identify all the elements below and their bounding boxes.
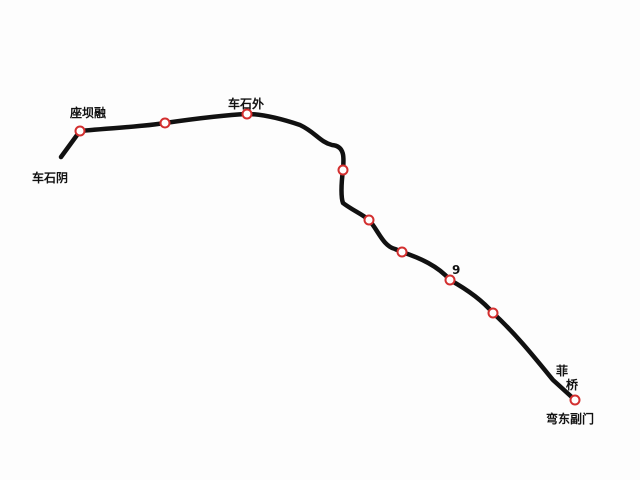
station-marker-8[interactable] [487,307,499,319]
station-marker-4[interactable] [337,164,349,176]
station-marker-5[interactable] [363,214,375,226]
station-marker-7[interactable] [444,274,456,286]
station-label-end-upper-2: 桥 [566,378,579,392]
route-line [58,111,578,403]
station-marker-end[interactable] [569,394,581,406]
station-label-start-terminal: 车石阴 [32,171,69,185]
station-marker-2[interactable] [159,117,171,129]
station-label-end-upper-1: 菲 [556,364,569,378]
station-label-3: 车石外 [228,97,265,111]
station-label-9: 9 [452,263,461,277]
station-label-end-terminal: 弯东副门 [546,412,595,426]
station-marker-3[interactable] [241,108,253,120]
station-marker-1[interactable] [74,125,86,137]
station-label-1: 座坝融 [70,106,107,120]
station-marker-6[interactable] [396,246,408,258]
